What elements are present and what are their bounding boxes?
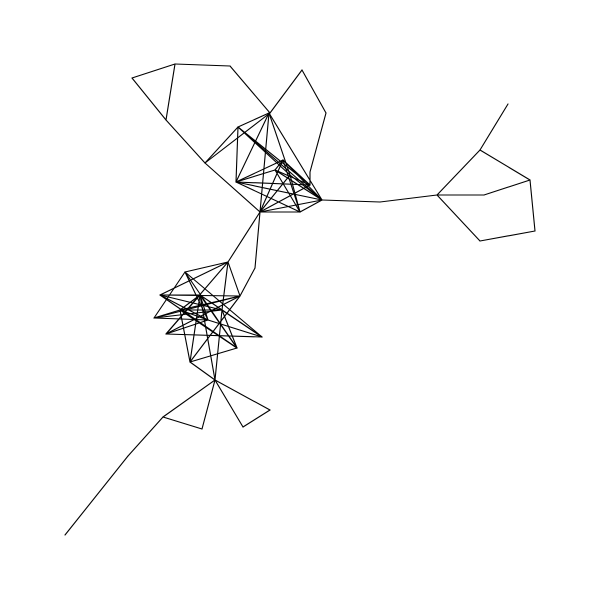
graph-edge	[162, 416, 203, 430]
graph-edge	[207, 319, 263, 338]
graph-edge	[479, 103, 509, 151]
graph-edge	[242, 409, 271, 428]
graph-edge	[235, 126, 239, 183]
graph-edge	[204, 126, 239, 164]
graph-edge	[221, 309, 263, 338]
graph-edge	[483, 179, 531, 196]
graph-edge	[189, 347, 238, 363]
graph-edge	[479, 149, 531, 181]
graph-edge	[162, 379, 216, 418]
graph-edge	[259, 199, 323, 213]
graph-edge	[201, 379, 216, 430]
graph-edge	[165, 333, 263, 338]
graph-edge	[479, 230, 536, 242]
graph-edge	[204, 162, 261, 213]
graph-edge	[165, 294, 201, 335]
graph-edge	[127, 416, 164, 457]
graph-edge	[259, 159, 284, 213]
graph-edge	[309, 112, 327, 173]
graph-edge	[221, 261, 229, 311]
graph-edge	[235, 169, 276, 183]
graph-edge	[179, 309, 191, 363]
graph-edge	[274, 169, 323, 201]
graph-edge	[165, 63, 176, 121]
graph-edge	[199, 294, 216, 381]
graph-edge	[274, 169, 311, 186]
graph-edge	[235, 181, 301, 213]
graph-edge	[199, 294, 209, 321]
graph-edge	[259, 174, 291, 213]
graph-edge	[268, 112, 291, 176]
graph-edge	[131, 77, 167, 121]
graph-edge	[321, 199, 381, 203]
graph-edge	[131, 63, 176, 79]
graph-edge	[153, 317, 209, 321]
graph-edge	[235, 112, 270, 183]
graph-edge	[179, 294, 201, 311]
graph-edge	[254, 211, 261, 269]
graph-edge	[229, 65, 271, 114]
graph-edge	[189, 361, 216, 381]
graph-edge	[64, 455, 129, 536]
graph-edge	[214, 379, 244, 428]
graph-edge	[159, 261, 229, 296]
graph-edge	[165, 319, 209, 335]
graph-edge	[214, 309, 223, 381]
graph-edge	[235, 181, 323, 201]
graph-edge	[179, 295, 241, 311]
graph-edge	[239, 267, 256, 297]
graph-edge	[179, 309, 209, 321]
graph-edge	[214, 379, 271, 411]
graph-edge	[235, 159, 284, 183]
graph-edge	[159, 294, 223, 311]
graph-edge	[529, 179, 536, 232]
graph-edge	[301, 69, 327, 114]
graph-edge	[227, 261, 241, 297]
graph-edge	[282, 159, 311, 186]
graph-edge	[153, 309, 181, 319]
graph-edge	[379, 194, 438, 203]
graph-edge	[259, 184, 311, 213]
graph-edge	[299, 199, 323, 213]
graph-edge	[184, 261, 229, 273]
graph-edge	[269, 69, 303, 114]
graph-edge	[436, 194, 481, 242]
graph-edge	[227, 211, 261, 263]
graph-edge	[436, 149, 481, 196]
graph-edge	[221, 309, 238, 349]
graph-edge	[237, 112, 270, 128]
graph-edge	[268, 112, 323, 201]
graph-edge	[274, 159, 284, 171]
graph-edge	[174, 63, 231, 67]
graph-edge	[165, 119, 206, 164]
graph-edges	[64, 63, 536, 536]
graph-edge	[189, 295, 241, 363]
graph-edge	[179, 309, 238, 349]
graph-edge	[259, 112, 270, 213]
graph-edge	[274, 169, 301, 213]
